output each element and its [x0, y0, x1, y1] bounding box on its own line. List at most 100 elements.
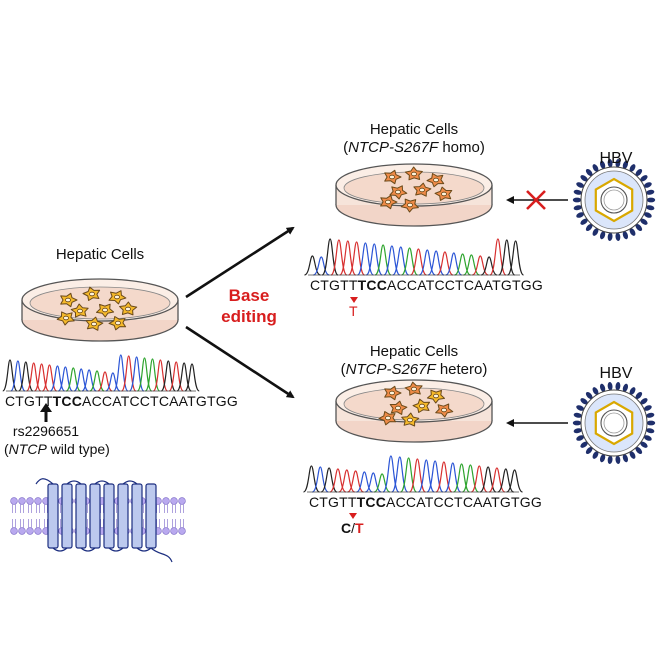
surface-antigen-spike [629, 164, 636, 172]
top-mutation-base: T [349, 303, 358, 319]
base-editing-label: Base editing [221, 286, 277, 326]
surface-antigen-spike [580, 218, 588, 225]
viral-dna-inner [603, 189, 625, 211]
surface-antigen-spike [572, 197, 582, 203]
c-terminus [150, 547, 173, 563]
cell-nucleus [89, 291, 95, 297]
cell-nucleus [389, 174, 395, 180]
hbv-virion-icon [572, 382, 656, 464]
cell-nucleus [411, 171, 417, 177]
lipid-head [34, 527, 42, 535]
cell-nucleus [385, 199, 391, 205]
surface-antigen-spike [599, 160, 606, 169]
surface-antigen-spike [640, 218, 648, 225]
trace-peak [184, 363, 200, 392]
sanger-chromatogram-wild-type [2, 354, 200, 392]
lipid-head [34, 497, 42, 505]
n-terminus [35, 478, 54, 485]
bottom-dish-genotype: (NTCP-S267F hetero) [340, 361, 488, 378]
viral-dna [600, 186, 628, 214]
bottom-hbv-label: HBV [599, 365, 633, 382]
surface-antigen-spike [646, 420, 656, 426]
transmembrane-helix [131, 483, 143, 549]
capsid [594, 177, 634, 223]
transmembrane-helix [47, 483, 59, 549]
sanger-chromatogram-homo [304, 238, 525, 276]
viral-dna [600, 409, 628, 437]
snp-genotype-label: (NTCP wild type) [4, 441, 110, 457]
surface-antigen-spike [592, 164, 599, 172]
cell-nucleus [441, 407, 447, 413]
surface-antigen-spike [592, 228, 599, 236]
cell-nucleus [419, 403, 425, 409]
surface-antigen-spike [643, 435, 652, 441]
lipid-head [10, 527, 18, 535]
bottom-culture-dish [335, 379, 493, 443]
hepatocyte-cells-mixed [378, 381, 454, 427]
protein-loop [52, 547, 68, 552]
surface-antigen-spike [592, 451, 599, 459]
lipid-head [18, 497, 26, 505]
surface-antigen-spike [646, 197, 656, 203]
arrow-to-homo [185, 226, 295, 299]
lipid-head [18, 527, 26, 535]
trace-peak [506, 469, 523, 493]
lipid-head [170, 497, 178, 505]
top-hbv-label: HBV [599, 150, 633, 167]
surface-antigen-spike [635, 168, 643, 177]
cell-nucleus [91, 321, 97, 327]
surface-antigen-spike [572, 420, 582, 426]
lipid-head [26, 497, 34, 505]
surface-antigen-spike [629, 451, 636, 459]
transmembrane-helix [145, 483, 157, 549]
surface-antigen-spike [573, 412, 582, 418]
cell-nucleus [65, 297, 71, 303]
surface-antigen-spike [585, 168, 593, 177]
sanger-chromatogram-hetero [303, 455, 523, 493]
surface-antigen-spike [640, 175, 648, 182]
surface-antigen-spike [643, 212, 652, 218]
surface-antigen-spike [622, 383, 629, 392]
top-dish-title: Hepatic Cells [369, 121, 459, 138]
top-culture-dish [335, 163, 493, 227]
surface-antigen-spike [646, 412, 655, 418]
surface-antigen-spike [640, 441, 648, 448]
cell-nucleus [114, 294, 120, 300]
surface-antigen-spike [629, 387, 636, 395]
lipid-head [162, 497, 170, 505]
surface-antigen-spike [607, 382, 613, 391]
surface-antigen-spike [573, 189, 582, 195]
lipid-head [170, 527, 178, 535]
surface-antigen-spike [576, 212, 585, 218]
top-sequence: CTGTTTCCACCATCCTCAATGTGG [310, 277, 543, 293]
surface-antigen-spike [646, 205, 655, 211]
surface-antigen-spike [576, 182, 585, 188]
surface-antigen-spike [599, 454, 606, 463]
left-culture-dish [21, 278, 179, 342]
lipid-head [162, 527, 170, 535]
surface-antigen-spike [585, 391, 593, 400]
surface-antigen-spike [607, 455, 613, 464]
surface-antigen-spike [576, 435, 585, 441]
arrow-to-hetero [185, 325, 295, 399]
surface-antigen-spike [622, 160, 629, 169]
surface-antigen-spike [585, 446, 593, 455]
surface-antigen-spike [615, 455, 621, 464]
transmembrane-helix [117, 483, 129, 549]
lipid-head [10, 497, 18, 505]
cell-nucleus [385, 415, 391, 421]
transmembrane-helix [103, 483, 115, 549]
protein-loop [122, 480, 138, 485]
surface-antigen-spike [599, 231, 606, 240]
cell-nucleus [395, 405, 401, 411]
surface-antigen-spike [622, 231, 629, 240]
surface-antigen-spike [573, 205, 582, 211]
surface-antigen-spike [580, 175, 588, 182]
cell-nucleus [407, 202, 413, 208]
surface-antigen-spike [643, 405, 652, 411]
left-sequence: CTGTTTCCACCATCCTCAATGTGG [5, 393, 238, 409]
cell-nucleus [102, 307, 108, 313]
cell-nucleus [433, 177, 439, 183]
